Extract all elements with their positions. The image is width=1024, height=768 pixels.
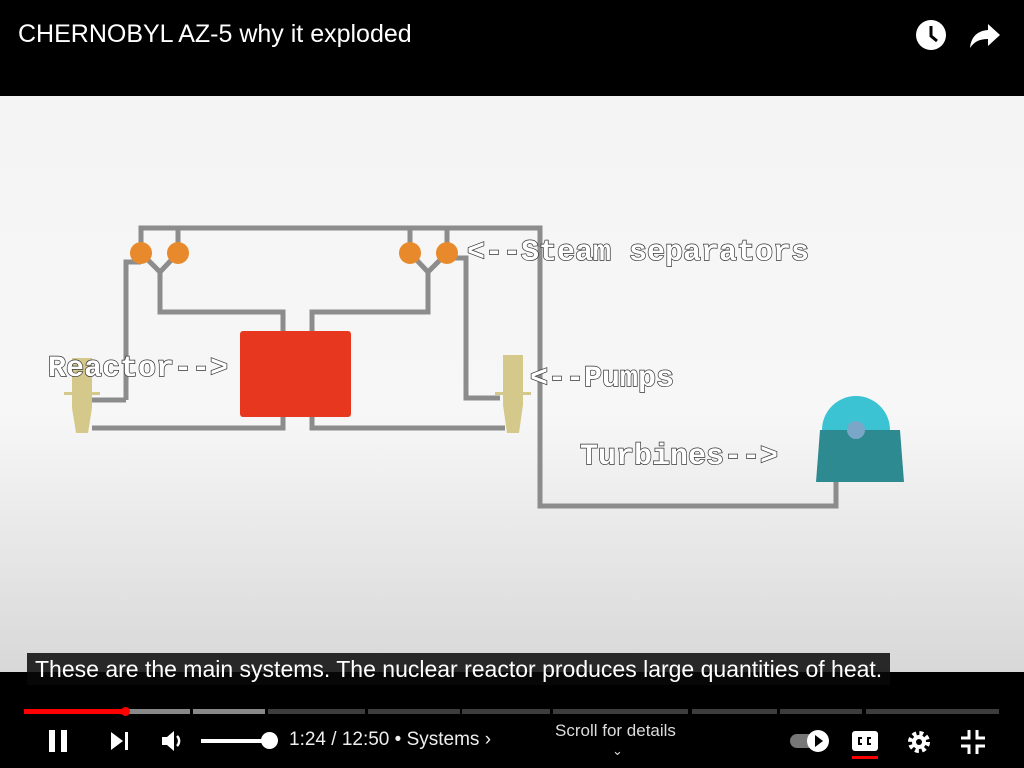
progress-played xyxy=(24,709,122,714)
scroll-hint[interactable]: Scroll for details xyxy=(555,721,676,740)
time-text: 1:24 / 12:50 xyxy=(289,729,390,750)
pipes xyxy=(92,225,839,509)
pumps xyxy=(64,355,531,433)
chevron-down-icon[interactable]: ⌄ xyxy=(612,743,623,758)
closed-captions-icon[interactable] xyxy=(851,730,879,760)
next-icon[interactable] xyxy=(109,731,131,751)
turbines-label: Turbines--> xyxy=(580,440,778,474)
steam-separators xyxy=(130,242,458,264)
video-header: CHERNOBYL AZ-5 why it exploded xyxy=(0,0,1024,96)
chapter-segment[interactable] xyxy=(866,709,999,714)
pumps-label: <--Pumps xyxy=(530,362,674,396)
pause-icon[interactable] xyxy=(47,729,71,753)
share-icon[interactable] xyxy=(968,18,1002,52)
progress-buffered xyxy=(122,709,190,714)
subtitle-caption: These are the main systems. The nuclear … xyxy=(27,653,891,685)
video-frame[interactable]: <--Steam separators Reactor--> <--Pumps … xyxy=(0,96,1024,672)
settings-gear-icon[interactable] xyxy=(906,729,932,755)
autoplay-toggle[interactable] xyxy=(788,729,832,753)
volume-handle[interactable] xyxy=(261,732,278,749)
chapter-segment[interactable] xyxy=(462,709,550,714)
steam-separators-label: <--Steam separators xyxy=(467,236,809,270)
chapter-segment[interactable] xyxy=(368,709,460,714)
player-controls: 1:24 / 12:50 • Systems › Scroll for deta… xyxy=(0,685,1024,768)
exit-fullscreen-icon[interactable] xyxy=(960,729,986,755)
chapter-title[interactable]: • Systems xyxy=(394,729,480,750)
chapter-segment[interactable] xyxy=(268,709,365,714)
volume-slider[interactable] xyxy=(201,739,269,743)
chapter-segment[interactable] xyxy=(193,709,265,714)
video-title[interactable]: CHERNOBYL AZ-5 why it exploded xyxy=(18,20,412,48)
scrubber-handle[interactable] xyxy=(121,707,130,716)
volume-icon[interactable] xyxy=(160,729,186,753)
reactor-core xyxy=(240,331,351,417)
reactor-diagram: <--Steam separators Reactor--> <--Pumps … xyxy=(47,225,904,509)
chapter-chevron-icon[interactable]: › xyxy=(484,729,492,750)
chapter-segment[interactable] xyxy=(553,709,688,714)
chapter-segment[interactable] xyxy=(692,709,777,714)
time-display: 1:24 / 12:50 • Systems › xyxy=(289,729,491,751)
turbine xyxy=(816,396,904,482)
reactor-label: Reactor--> xyxy=(48,352,228,386)
chapter-segment[interactable] xyxy=(780,709,862,714)
watch-later-icon[interactable] xyxy=(914,18,948,52)
